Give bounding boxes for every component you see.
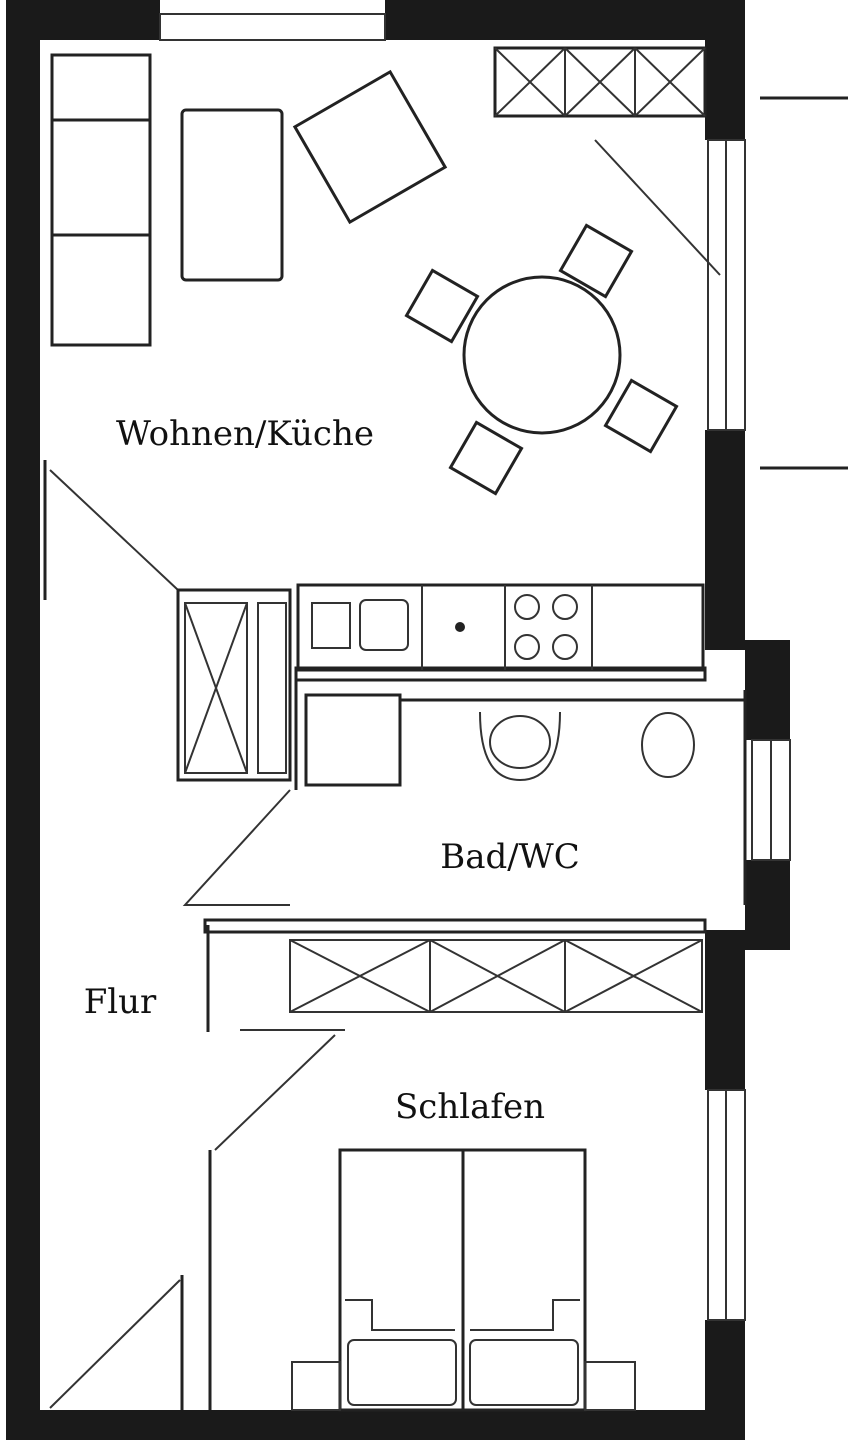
- room-label-bedroom: Schlafen: [395, 1087, 545, 1127]
- bath-door-swing: [182, 789, 291, 906]
- armchair: [292, 69, 448, 225]
- bedroom-door-swing: [214, 1034, 336, 1151]
- shower: [304, 693, 402, 787]
- room-label-hall: Flur: [84, 982, 157, 1022]
- living-door-swing: [49, 469, 179, 591]
- dining-table: [404, 223, 679, 496]
- kitchen-counter: [294, 583, 707, 682]
- upper-cabinets: [493, 46, 707, 118]
- wardrobe: [289, 939, 703, 1013]
- bathroom-walls: [294, 680, 747, 905]
- toilet: [641, 712, 695, 778]
- double-bed: [291, 1148, 636, 1412]
- sofa: [50, 53, 152, 347]
- sink: [479, 711, 561, 782]
- outer-walls: [6, 0, 790, 1440]
- balcony-door-swing: [594, 139, 721, 276]
- windows: [159, 13, 848, 1321]
- coffee-table: [180, 108, 284, 282]
- kitchen-cabinet: [176, 588, 292, 782]
- room-label-bath: Bad/WC: [440, 837, 579, 877]
- entrance-door-swing: [49, 1279, 181, 1409]
- room-label-living-kitchen: Wohnen/Küche: [116, 414, 374, 454]
